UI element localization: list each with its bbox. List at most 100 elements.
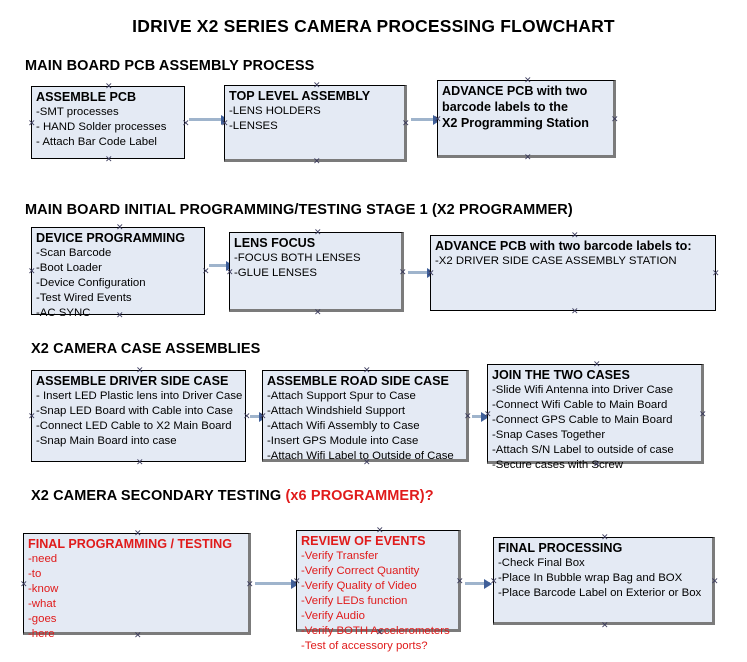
box-line: -AC SYNC (36, 307, 91, 319)
box-line: -Verify LEDs function (301, 595, 408, 607)
box-header: LENS FOCUS (234, 236, 316, 250)
resize-handle-bottom-icon[interactable]: ✕ (136, 457, 144, 467)
box-line: -Verify Correct Quantity (301, 565, 420, 577)
resize-handle-right-icon[interactable]: ✕ (456, 576, 464, 586)
box-top-level-assembly[interactable]: TOP LEVEL ASSEMBLY -LENS HOLDERS -LENSES… (221, 81, 410, 166)
connector-line (255, 582, 295, 585)
resize-handle-left-icon[interactable]: ✕ (28, 266, 36, 276)
resize-handle-right-icon[interactable]: ✕ (246, 579, 254, 589)
resize-handle-right-icon[interactable]: ✕ (464, 411, 472, 421)
box-content: ADVANCE PCB with two barcode labels to: … (435, 238, 713, 269)
box-content: ASSEMBLE PCB -SMT processes - HAND Solde… (36, 89, 182, 150)
box-line: -Snap Cases Together (492, 429, 606, 441)
box-line: - HAND Solder processes (36, 121, 167, 133)
box-line: -Insert GPS Module into Case (267, 435, 419, 447)
resize-handle-bottom-icon[interactable]: ✕ (571, 306, 579, 316)
box-line: -Check Final Box (498, 557, 585, 569)
box-line: -Slide Wifi Antenna into Driver Case (492, 384, 674, 396)
box-line: -Snap LED Board with Cable into Case (36, 405, 233, 417)
box-join-the-two-cases[interactable]: JOIN THE TWO CASES -Slide Wifi Antenna i… (484, 360, 707, 472)
box-content: FINAL PROCESSING -Check Final Box -Place… (498, 540, 710, 601)
box-line: -LENS HOLDERS (229, 105, 321, 117)
box-line: -Attach Support Spur to Case (267, 390, 416, 402)
box-header: FINAL PROCESSING (498, 541, 623, 555)
box-content: ASSEMBLE DRIVER SIDE CASE - Insert LED P… (36, 373, 243, 449)
resize-handle-bottom-icon[interactable]: ✕ (105, 154, 113, 164)
box-header: ASSEMBLE DRIVER SIDE CASE (36, 374, 229, 388)
resize-handle-right-icon[interactable]: ✕ (402, 118, 410, 128)
page-title: IDRIVE X2 SERIES CAMERA PROCESSING FLOWC… (132, 16, 615, 36)
box-line: -Attach Wifi Label to Outside of Case (267, 450, 454, 462)
box-device-programming[interactable]: DEVICE PROGRAMMING -Scan Barcode -Boot L… (28, 223, 210, 320)
box-line: -Connect GPS Cable to Main Board (492, 414, 673, 426)
resize-handle-right-icon[interactable]: ✕ (399, 267, 407, 277)
box-line: -X2 DRIVER SIDE CASE ASSEMBLY STATION (435, 255, 677, 267)
resize-handle-bottom-icon[interactable]: ✕ (314, 307, 322, 317)
box-line: -what (28, 598, 56, 610)
box-line: -Place Barcode Label on Exterior or Box (498, 587, 702, 599)
resize-handle-right-icon[interactable]: ✕ (202, 266, 210, 276)
box-line: -need (28, 553, 58, 565)
connector-line (408, 271, 432, 274)
box-assemble-pcb[interactable]: ASSEMBLE PCB -SMT processes - HAND Solde… (28, 82, 190, 164)
box-line: -Verify Audio (301, 610, 365, 622)
box-final-programming-testing[interactable]: FINAL PROGRAMMING / TESTING -need -to -k… (20, 529, 254, 641)
box-header: ASSEMBLE ROAD SIDE CASE (267, 374, 449, 388)
box-final-processing[interactable]: FINAL PROCESSING -Check Final Box -Place… (490, 533, 719, 630)
box-lens-focus[interactable]: LENS FOCUS -FOCUS BOTH LENSES -GLUE LENS… (226, 228, 407, 317)
box-line: -Boot Loader (36, 262, 102, 274)
section-title-main-board-initial-programming: MAIN BOARD INITIAL PROGRAMMING/TESTING S… (25, 202, 573, 218)
section-title-text: X2 CAMERA CASE ASSEMBLIES (31, 341, 261, 357)
connector-line (472, 415, 486, 418)
box-content: FINAL PROGRAMMING / TESTING -need -to -k… (28, 536, 246, 642)
resize-handle-bottom-icon[interactable]: ✕ (601, 620, 609, 630)
box-assemble-driver-side-case[interactable]: ASSEMBLE DRIVER SIDE CASE - Insert LED P… (28, 366, 251, 467)
section-title-text: MAIN BOARD INITIAL PROGRAMMING/TESTING S… (25, 202, 573, 218)
resize-handle-left-icon[interactable]: ✕ (20, 579, 28, 589)
box-line: - Insert LED Plastic lens into Driver Ca… (36, 390, 243, 402)
resize-handle-left-icon[interactable]: ✕ (28, 411, 36, 421)
box-line: -Connect Wifi Cable to Main Board (492, 399, 668, 411)
box-content: ADVANCE PCB with two barcode labels to t… (442, 83, 611, 131)
resize-handle-left-icon[interactable]: ✕ (28, 118, 36, 128)
section-title-x2-camera-case-assemblies: X2 CAMERA CASE ASSEMBLIES (31, 341, 260, 357)
connector-line (209, 264, 229, 267)
box-line: -Verify Quality of Video (301, 580, 417, 592)
resize-handle-bottom-icon[interactable]: ✕ (313, 156, 321, 166)
resize-handle-right-icon[interactable]: ✕ (243, 411, 251, 421)
box-line: - Attach Bar Code Label (36, 136, 157, 148)
box-line: -Attach Wifi Assembly to Case (267, 420, 420, 432)
box-advance-pcb-programming-station[interactable]: ADVANCE PCB with two barcode labels to t… (434, 76, 619, 162)
box-line: -Connect LED Cable to X2 Main Board (36, 420, 232, 432)
resize-handle-right-icon[interactable]: ✕ (611, 114, 619, 124)
connector-line (250, 415, 264, 418)
box-header: REVIEW OF EVENTS (301, 534, 426, 548)
box-line: -Scan Barcode (36, 247, 112, 259)
box-line-overflow: -Test of accessory ports? (301, 640, 428, 652)
box-content: JOIN THE TWO CASES -Slide Wifi Antenna i… (492, 367, 699, 473)
box-content: TOP LEVEL ASSEMBLY -LENS HOLDERS -LENSES (229, 88, 402, 134)
connector-line (189, 118, 224, 121)
resize-handle-bottom-icon[interactable]: ✕ (524, 152, 532, 162)
box-header: ADVANCE PCB with two (442, 84, 588, 98)
section-title-accent: (x6 PROGRAMMER)? (285, 488, 434, 504)
resize-handle-right-icon[interactable]: ✕ (712, 268, 720, 278)
connector-line (465, 582, 490, 585)
box-header: ADVANCE PCB with two barcode labels to: (435, 239, 692, 253)
resize-handle-right-icon[interactable]: ✕ (182, 118, 190, 128)
box-line: -Snap Main Board into case (36, 435, 177, 447)
resize-handle-right-icon[interactable]: ✕ (699, 409, 707, 419)
box-review-of-events[interactable]: REVIEW OF EVENTS -Verify Transfer -Verif… (293, 526, 464, 653)
resize-handle-right-icon[interactable]: ✕ (711, 576, 719, 586)
box-advance-pcb-driver-side-station[interactable]: ADVANCE PCB with two barcode labels to: … (427, 231, 720, 316)
box-assemble-road-side-case[interactable]: ASSEMBLE ROAD SIDE CASE -Attach Support … (259, 366, 472, 467)
box-line: -Secure cases with Screw (492, 459, 624, 471)
box-line: -Device Configuration (36, 277, 146, 289)
box-header: DEVICE PROGRAMMING (36, 231, 186, 245)
section-title-text: MAIN BOARD PCB ASSEMBLY PROCESS (25, 58, 315, 74)
box-line: -here (28, 628, 55, 640)
box-header: JOIN THE TWO CASES (492, 368, 630, 382)
connector-arrow-icon (484, 579, 492, 589)
section-title-main-board-pcb-assembly: MAIN BOARD PCB ASSEMBLY PROCESS (25, 58, 314, 74)
